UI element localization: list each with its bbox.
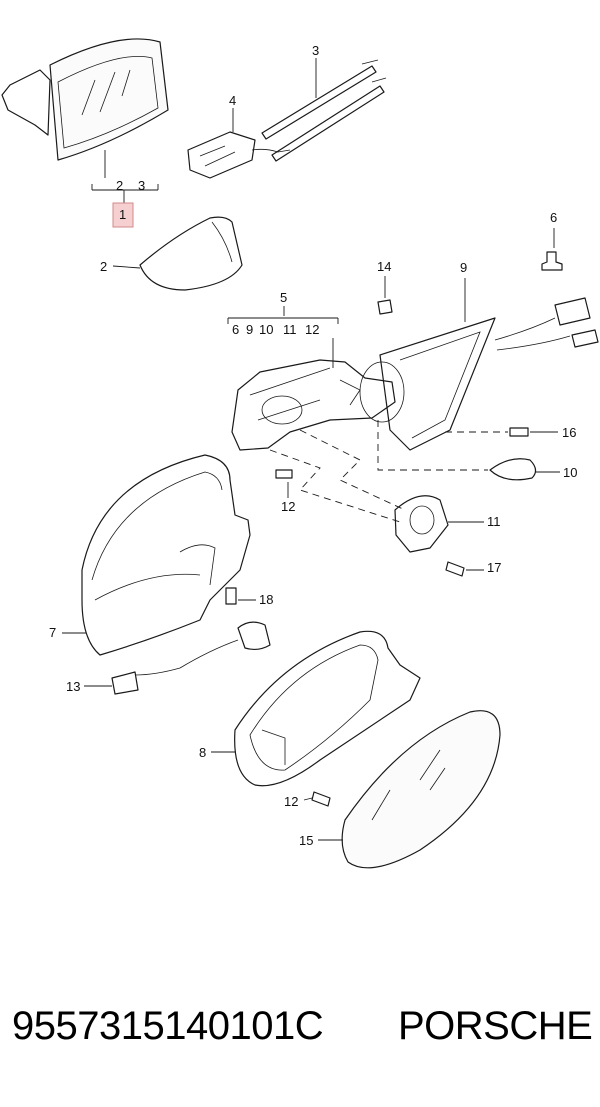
callout-12-lower: 12 (284, 794, 298, 809)
callout-9: 9 (460, 260, 467, 275)
callout-1-sub-3: 3 (138, 178, 145, 193)
callout-5-sub-9: 9 (246, 322, 253, 337)
sensor-cable-drawing (111, 621, 271, 695)
callout-5-sub-12: 12 (305, 322, 319, 337)
part-number: 9557315140101C (12, 1004, 324, 1048)
callout-18: 18 (259, 592, 273, 607)
callout-5: 5 (280, 290, 287, 305)
callout-11: 11 (487, 514, 501, 529)
callout-15: 15 (299, 833, 313, 848)
callout-6: 6 (550, 210, 557, 225)
callout-10: 10 (563, 465, 577, 480)
callout-1-sub-2: 2 (116, 178, 123, 193)
screw-12-upper-drawing (275, 469, 293, 479)
screw-18-drawing (225, 587, 237, 605)
callout-2: 2 (100, 259, 107, 274)
small-cover-drawing (489, 458, 537, 481)
brand-name: PORSCHE (398, 1004, 593, 1048)
callout-14: 14 (377, 259, 391, 274)
callout-8: 8 (199, 745, 206, 760)
callout-5-sub-10: 10 (259, 322, 273, 337)
callout-17: 17 (487, 560, 501, 575)
grommet-drawing (377, 299, 393, 315)
clip-drawing (541, 251, 563, 271)
mirror-frame-drawing (234, 630, 421, 787)
callout-16: 16 (562, 425, 576, 440)
mirror-housing-drawing (81, 454, 251, 656)
mirror-assembly-drawing (1, 38, 169, 161)
callout-5-sub-6: 6 (232, 322, 239, 337)
callout-1: 1 (119, 207, 126, 222)
callout-1-highlight (112, 202, 134, 228)
footer: 9557315140101C PORSCHE (0, 1000, 600, 1070)
exploded-parts-diagram: 1 2 3 2 3 4 5 6 9 10 11 12 6 14 (1, 38, 599, 869)
triangle-cover-drawing (139, 216, 243, 291)
screw-12-lower-drawing (311, 791, 331, 807)
callout-7: 7 (49, 625, 56, 640)
callout-12-upper: 12 (281, 499, 295, 514)
mirror-triangle-base-drawing (379, 297, 599, 451)
screw-16-drawing (509, 427, 529, 437)
motor-module-drawing (187, 131, 291, 179)
screw-17-drawing (445, 561, 465, 577)
callout-3: 3 (312, 43, 319, 58)
mirror-base-bracket-drawing (231, 359, 405, 451)
actuator-plate-drawing (394, 495, 449, 553)
mirror-glass-drawing (341, 710, 501, 869)
adjustment-rods-drawing (261, 59, 387, 162)
callout-13: 13 (66, 679, 80, 694)
callout-5-sub-11: 11 (283, 322, 297, 337)
callout-4: 4 (229, 93, 236, 108)
